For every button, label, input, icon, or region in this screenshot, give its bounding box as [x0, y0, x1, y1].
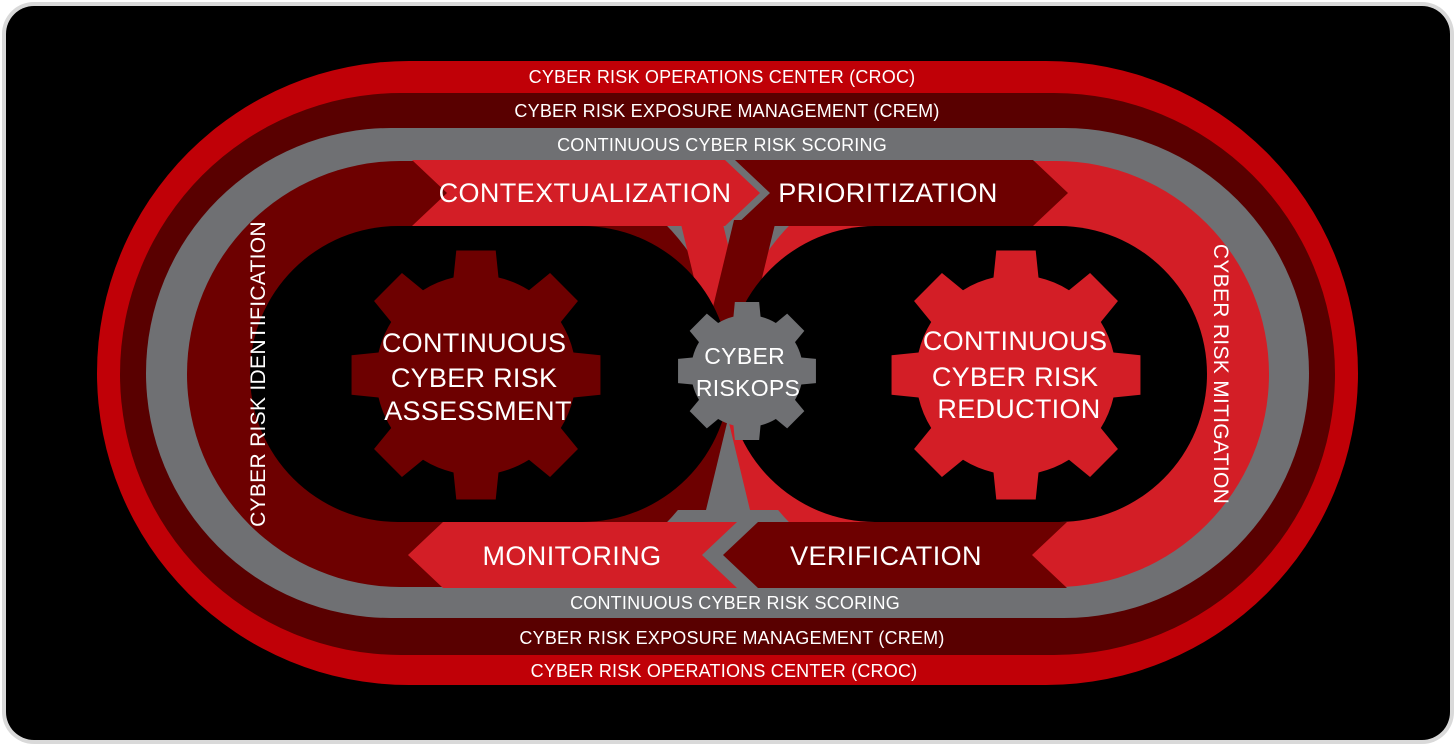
gear-icon — [678, 302, 816, 440]
right-gear-line-3: REDUCTION — [937, 394, 1100, 424]
prioritization-arrow — [735, 160, 1068, 226]
left-gear-line-2: CYBER RISK — [391, 363, 558, 393]
contextualization-label: CONTEXTUALIZATION — [439, 178, 732, 208]
gear-icon — [891, 250, 1141, 500]
crem-top-label: CYBER RISK EXPOSURE MANAGEMENT (CREM) — [514, 101, 939, 121]
croc-bottom-label: CYBER RISK OPERATIONS CENTER (CROC) — [531, 661, 918, 681]
left-gear-line-3: ASSESSMENT — [384, 396, 572, 426]
prioritization-label: PRIORITIZATION — [778, 178, 998, 208]
gear-icon — [351, 250, 601, 500]
monitoring-label: MONITORING — [483, 541, 662, 571]
mitigation-label: CYBER RISK MITIGATION — [1209, 244, 1232, 504]
center-gear-line-2: RISKOPS — [696, 375, 800, 401]
monitoring-arrow — [408, 522, 737, 588]
scoring-top-label: CONTINUOUS CYBER RISK SCORING — [557, 135, 887, 155]
right-gear-line-2: CYBER RISK — [932, 362, 1099, 392]
scoring-bottom-label: CONTINUOUS CYBER RISK SCORING — [570, 593, 900, 613]
identification-label: CYBER RISK IDENTIFICATION — [247, 221, 270, 527]
verification-arrow — [723, 522, 1067, 588]
left-gear-label: CONTINUOUS CYBER RISK ASSESSMENT — [382, 328, 574, 426]
right-gear-label: CONTINUOUS CYBER RISK REDUCTION — [923, 326, 1115, 424]
contextualization-arrow — [412, 160, 760, 226]
right-gear-line-1: CONTINUOUS — [923, 326, 1108, 356]
crem-bottom-label: CYBER RISK EXPOSURE MANAGEMENT (CREM) — [519, 628, 944, 648]
center-gear-line-1: CYBER — [704, 343, 785, 369]
left-gear-line-1: CONTINUOUS — [382, 328, 567, 358]
verification-label: VERIFICATION — [790, 541, 982, 571]
center-gear-label: CYBER RISKOPS — [696, 343, 800, 401]
croc-top-label: CYBER RISK OPERATIONS CENTER (CROC) — [529, 67, 916, 87]
